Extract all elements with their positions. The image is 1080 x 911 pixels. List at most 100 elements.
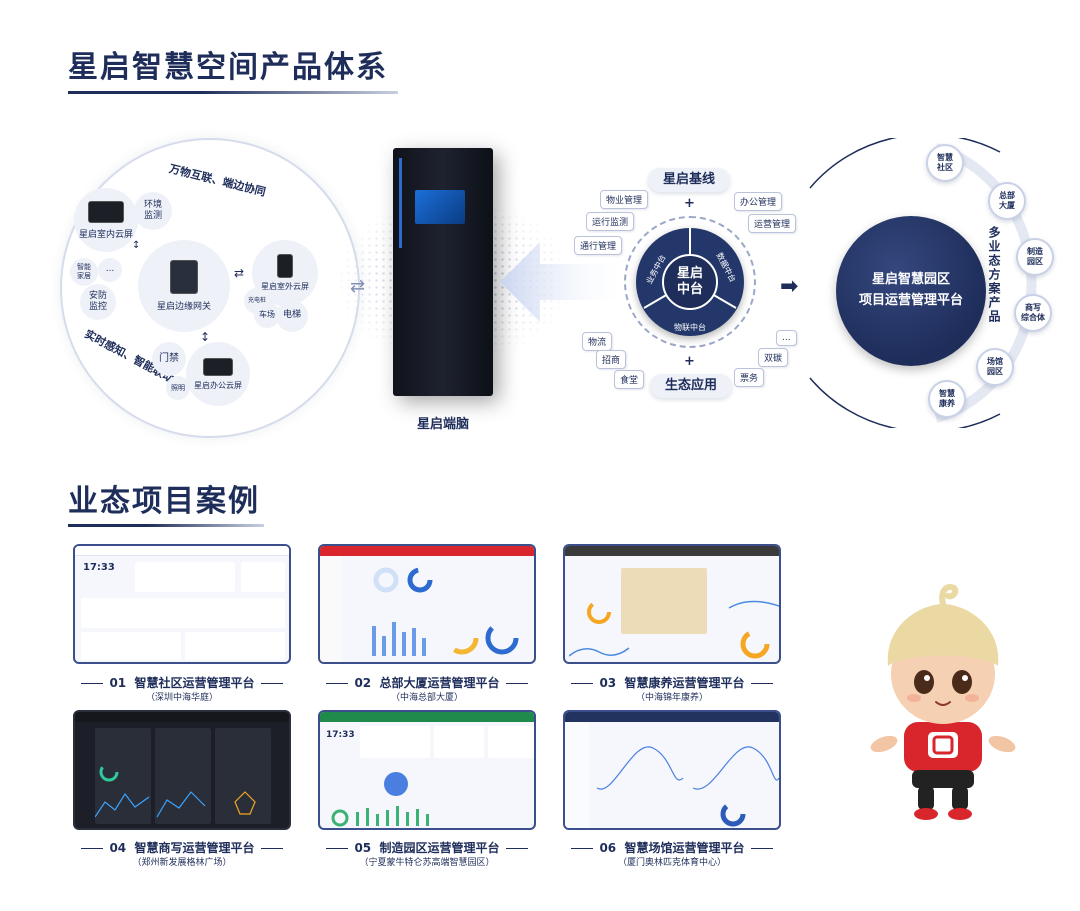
platform-line1: 星启智慧园区 [871,272,950,288]
case4-card-a [95,728,151,824]
case-caption-6: 06 智慧场馆运营管理平台 [552,839,792,856]
case1-card-a [135,562,235,592]
tag-operations: 运营管理 [748,214,797,233]
tag-investment: 招商 [596,350,627,369]
case3-title: 智慧康养运营管理平台 [624,676,745,690]
case2-donuts [372,567,519,656]
orbit-manufacturing: 制造 园区 [1016,238,1054,276]
tag-property: 物业管理 [600,190,649,209]
dash [326,683,349,684]
case5-card-a [360,726,430,758]
case-caption-5: 05 制造园区运营管理平台 [307,839,547,856]
case3-gauges [569,600,779,659]
tag-monitoring: 运行监测 [586,212,635,231]
gateway-icon [170,260,198,294]
multi-format-label: 多业态方案产品 [987,226,1001,324]
platform-circle: 星启智慧园区项目运营管理平台 [836,216,986,366]
orbit-community: 智慧 社区 [926,144,964,182]
more-bubble: ... [98,258,122,282]
elevator-bubble: 电梯 [276,300,308,332]
case4-card-b [155,728,211,824]
orbit-elderly-care: 智慧 康养 [928,380,966,418]
env-monitor-bubble: 环境 监测 [134,192,172,230]
parking-bubble: 车场 [254,302,280,328]
office-screen-label: 星启办公云屏 [194,380,242,390]
server-cabinet-image [393,148,493,396]
big-left-arrow-icon [500,242,630,322]
orbit-venue: 场馆 园区 [976,348,1014,386]
case4-num: 04 [109,841,127,855]
tag-more: ... [776,330,797,346]
hub-core: 星启中台 [662,254,718,310]
hub-line1: 星启 [676,266,703,282]
dash [81,683,104,684]
case4-topbar [75,712,289,722]
plus-bottom: + [684,354,695,369]
case3-num: 03 [599,676,617,690]
case2-sidebar [320,556,342,662]
tag-access: 通行管理 [574,236,623,255]
case1-topbar [75,546,289,556]
server-display-panel [415,190,465,224]
case5-time: 17:33 [326,730,355,740]
case1-title: 智慧社区运营管理平台 [134,676,255,690]
outdoor-screen-label: 星启室外云屏 [261,282,309,291]
case5-title: 制造园区运营管理平台 [379,841,500,855]
indoor-screen-node: 星启室内云屏 [74,188,138,252]
case-screenshot-3 [563,544,781,664]
case6-sidebar [565,722,589,828]
case5-topbar [320,712,534,722]
case1-card-d [81,632,181,660]
case4-charts [95,762,256,818]
case1-card-e [185,632,285,660]
case-caption-1: 01 智慧社区运营管理平台 [62,674,302,691]
hub-line2: 中台 [676,282,703,297]
edge-gateway-node: 星启边缘网关 [138,240,230,332]
case4-card-c [215,728,271,824]
case3-map [621,568,707,634]
case2-title: 总部大厦运营管理平台 [379,676,500,690]
tag-logistics: 物流 [582,332,613,351]
case1-card-b [241,562,285,592]
case-sub-6: （厦门奥林匹克体育中心） [617,858,726,868]
case5-charts [331,772,429,827]
case-caption-4: 04 智慧商写运营管理平台 [62,839,302,856]
case4-title: 智慧商写运营管理平台 [134,841,255,855]
case5-card-c [488,726,534,758]
product-section-title: 星启智慧空间产品体系 [68,50,388,85]
gateway-label: 星启边缘网关 [156,302,211,312]
dash [81,848,104,849]
baseline-pill: 星启基线 [648,168,730,192]
dash [260,848,283,849]
case-sub-2: （中海总部大厦） [390,693,463,703]
sync-arrows-icon: ⇄ [350,276,366,297]
case-screenshot-6 [563,710,781,830]
security-bubble: 安防 监控 [80,284,116,320]
indoor-screen-label: 星启室内云屏 [78,229,133,240]
office-screen-icon [203,357,233,376]
case-caption-2: 02 总部大厦运营管理平台 [307,674,547,691]
case1-num: 01 [109,676,127,690]
dash [750,848,773,849]
dash [571,848,594,849]
hub-segment-dividers [643,228,737,309]
server-led-strip [399,158,402,248]
case-sub-1: （深圳中海华庭） [145,693,218,703]
dash [750,683,773,684]
case-screenshot-4 [73,710,291,830]
orbit-arc [809,138,1037,428]
cases-title-underline [68,524,264,527]
case-sub-5: （宁夏蒙牛特仑苏高端智慧园区） [359,858,495,868]
link-arrow-down: ↕ [200,330,211,344]
case3-topbar [565,546,779,556]
dash [505,683,528,684]
case-caption-3: 03 智慧康养运营管理平台 [552,674,792,691]
case6-topbar [565,712,779,722]
tag-carbon: 双碳 [758,348,789,367]
case-screenshot-1: 17:33 [73,544,291,664]
orbit-headquarters: 总部 大厦 [988,182,1026,220]
access-bubble: 门禁 [152,342,186,376]
dash [571,683,594,684]
hub-dashed-ring [624,216,756,348]
link-arrow-left: ↕ [132,240,141,251]
